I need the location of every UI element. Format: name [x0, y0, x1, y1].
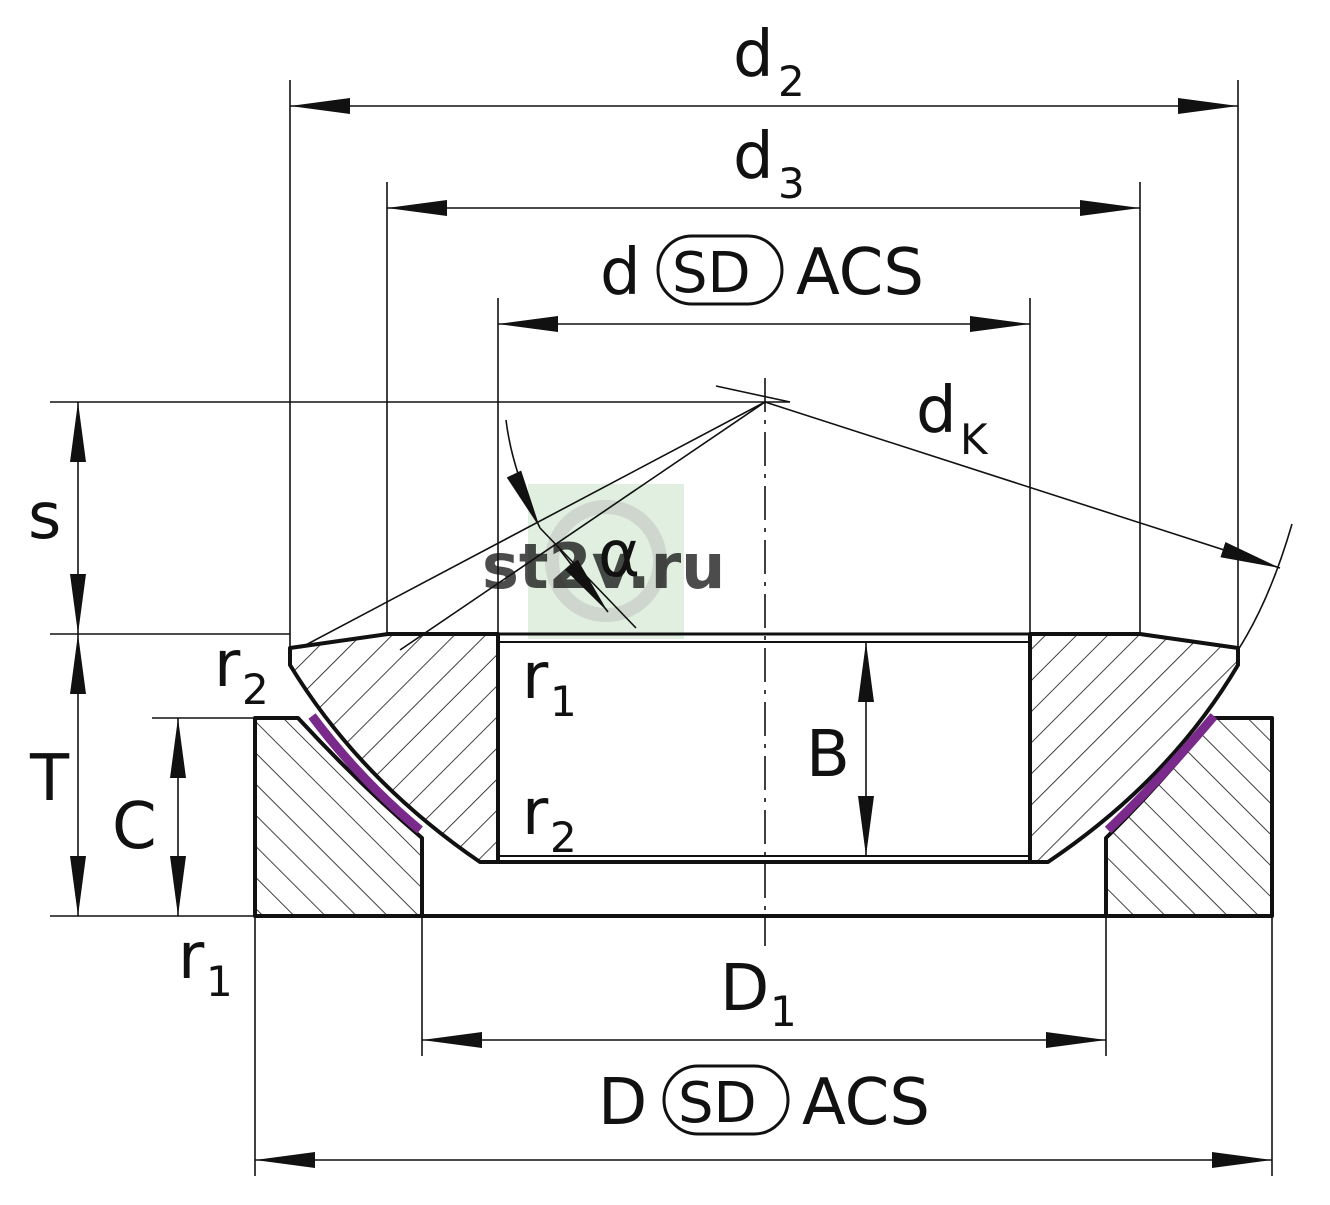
label-d2-sub: 2 [778, 57, 805, 106]
label-d2: d [733, 18, 774, 92]
label-r2-left-sub: 2 [242, 665, 269, 714]
dim-alpha-arrow [559, 549, 609, 613]
dim-alpha-arc [505, 419, 541, 529]
sliding-layer-right [1104, 713, 1218, 834]
label-D-tolerance: SD [678, 1071, 757, 1136]
label-r2-inner: r [522, 776, 549, 850]
label-dk: d [916, 374, 957, 448]
label-d3: d [733, 120, 774, 194]
label-alpha: α [598, 518, 640, 592]
label-r1-bottom-sub: 1 [206, 957, 233, 1006]
label-r1-inner: r [522, 640, 549, 714]
label-B: B [806, 718, 850, 792]
label-C: C [112, 790, 157, 864]
dimension-labels: d 2 d 3 d SD ACS d K s α T C B r 2 r 1 r… [28, 18, 989, 1140]
label-T: T [29, 742, 70, 816]
label-r2-inner-sub: 2 [550, 813, 577, 862]
label-r1-bottom: r [178, 920, 205, 994]
label-D1: D [720, 952, 769, 1026]
tolerance-frame-D [662, 1064, 790, 1136]
label-D1-sub: 1 [770, 987, 797, 1036]
label-d: d [600, 236, 641, 310]
label-d-acs: ACS [796, 236, 924, 310]
label-r2-left: r [214, 628, 241, 702]
tolerance-frame-d [656, 234, 784, 306]
dimension-lines [70, 98, 1281, 1168]
dim-dk [764, 401, 1281, 569]
construction-lines [299, 385, 1293, 651]
sliding-layer-left [308, 713, 423, 834]
watermark-bearing-icon [545, 500, 667, 622]
label-D-acs: ACS [802, 1066, 930, 1140]
label-s: s [28, 480, 61, 554]
label-dk-sub: K [960, 415, 989, 464]
label-D: D [598, 1066, 647, 1140]
shaft-washer-right [1028, 632, 1240, 864]
label-d-tolerance: SD [672, 241, 751, 306]
housing-washer-left [253, 716, 424, 918]
label-r1-inner-sub: 1 [550, 677, 577, 726]
label-d3-sub: 3 [778, 159, 805, 208]
